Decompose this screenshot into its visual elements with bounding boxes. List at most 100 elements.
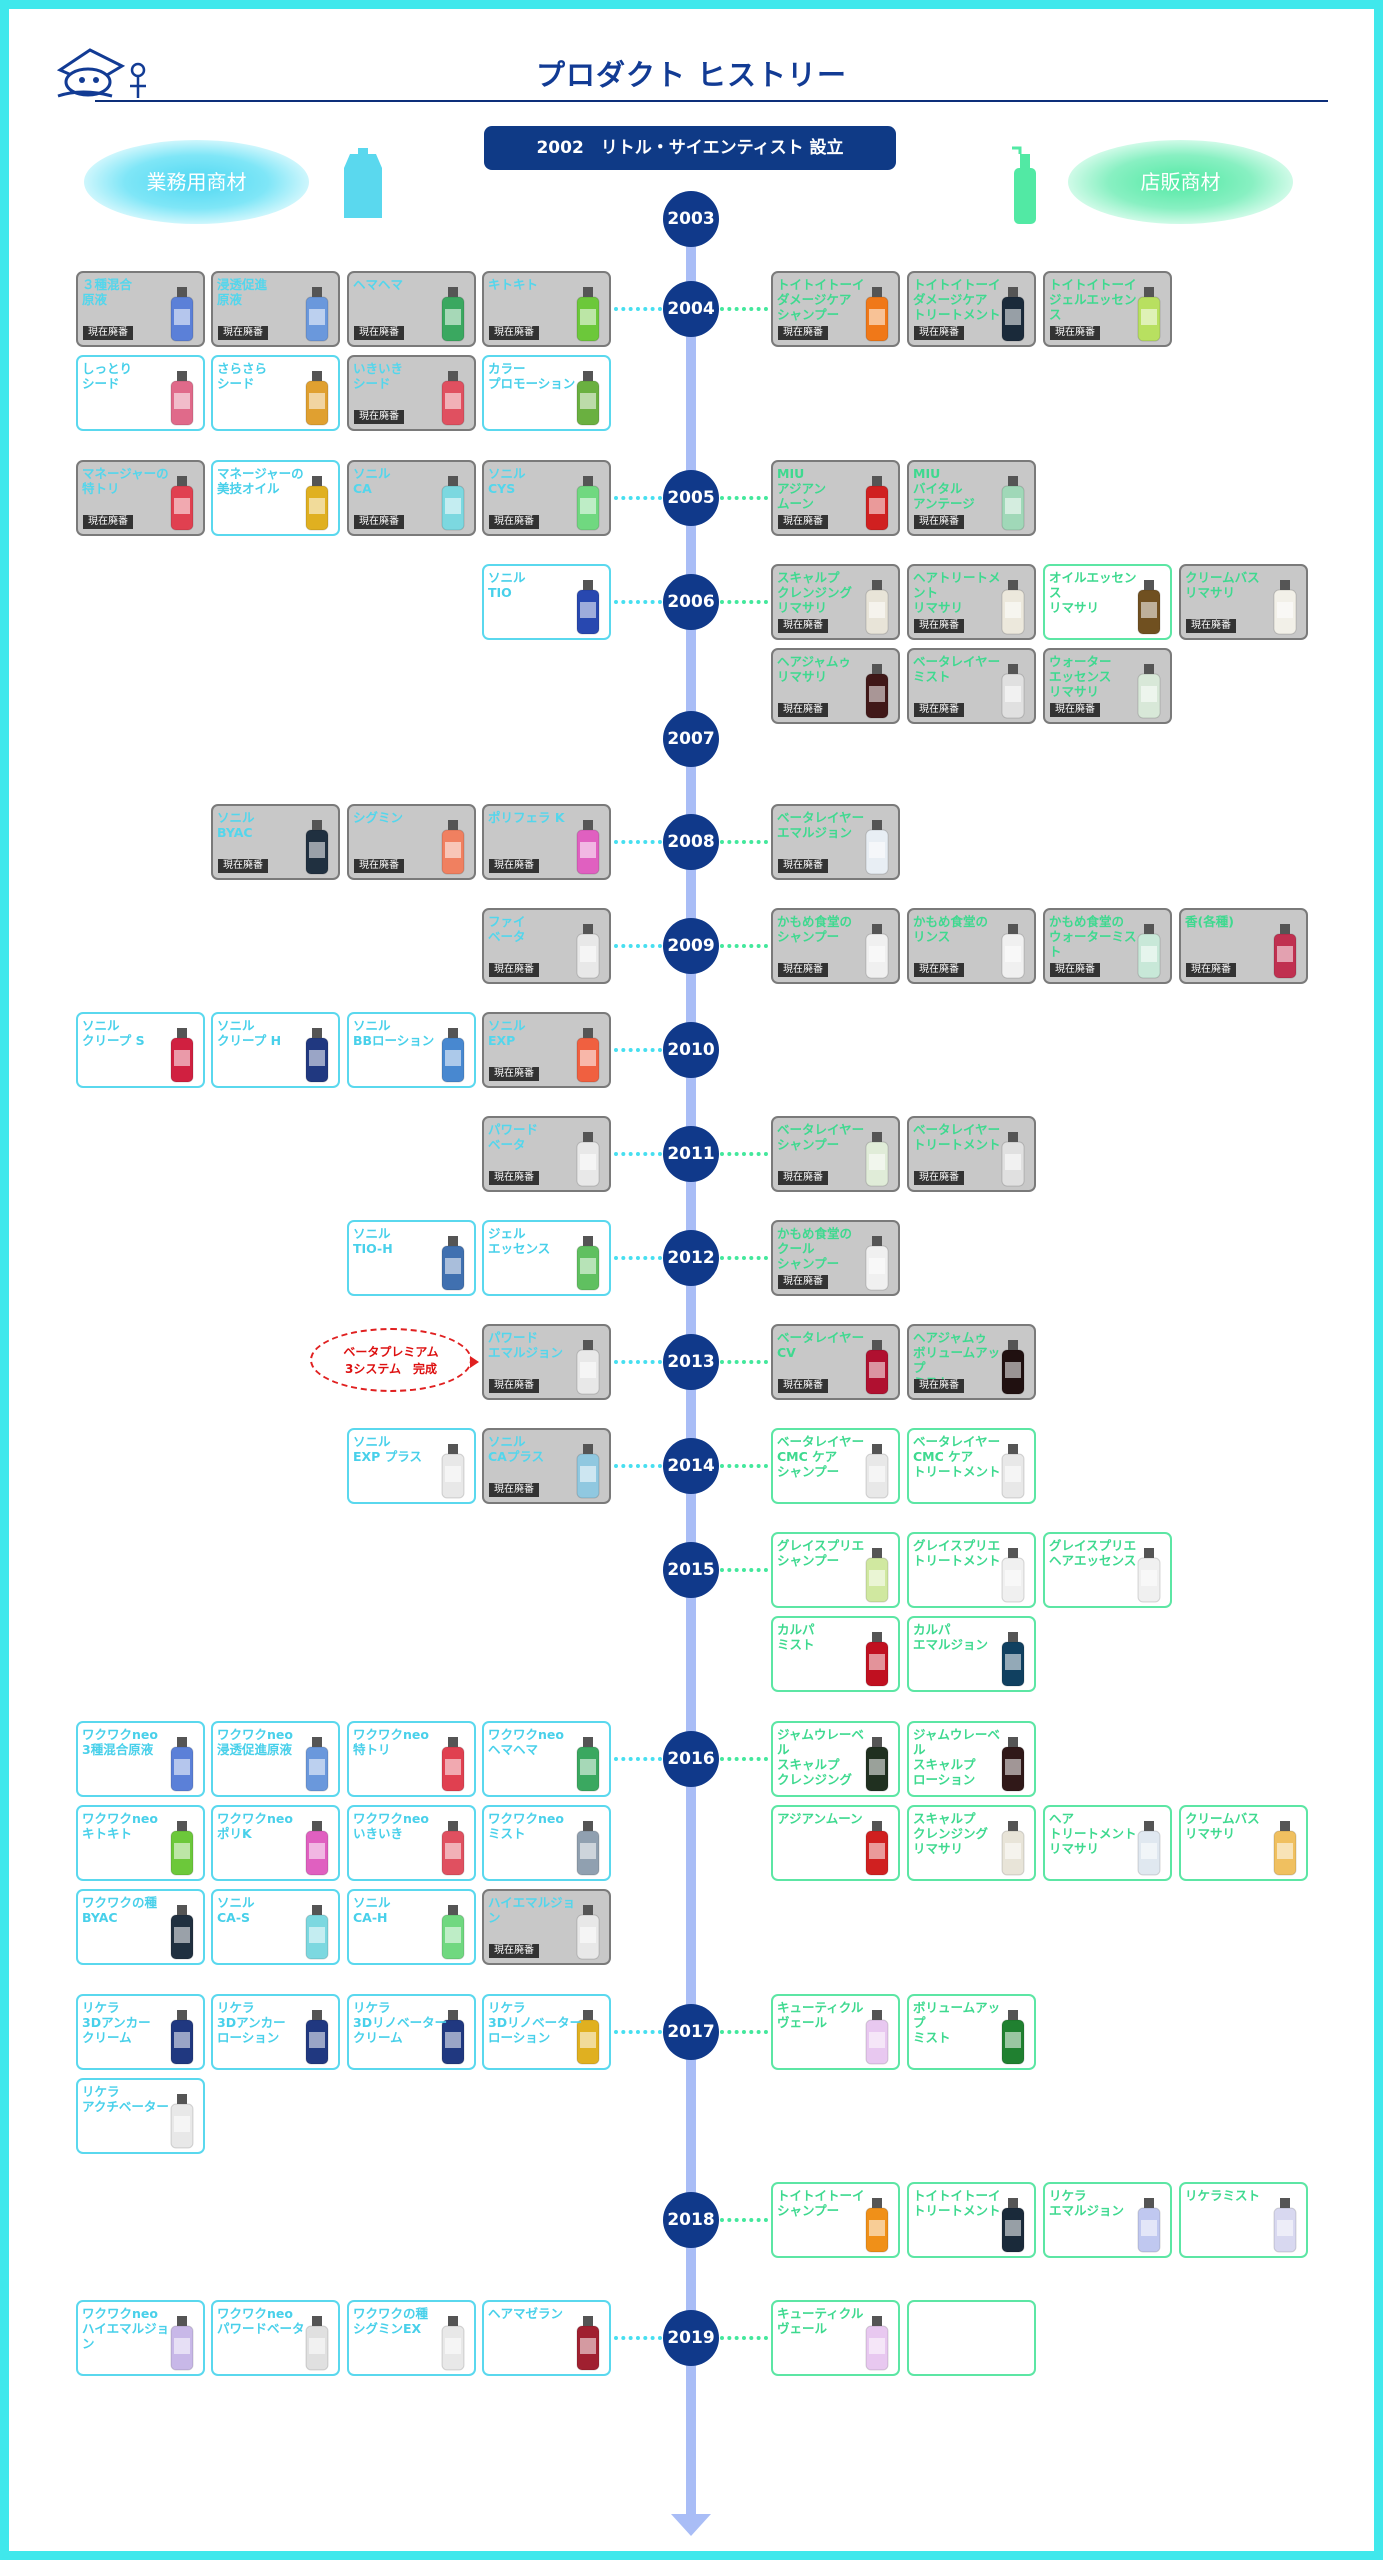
discontinued-product-card[interactable]: ベータレイヤー ミスト現在廃番 [907,648,1036,724]
discontinued-product-card[interactable]: かもめ食堂の クール シャンプー現在廃番 [771,1220,900,1296]
discontinued-product-card[interactable]: キトキト現在廃番 [482,271,611,347]
discontinued-product-card[interactable]: パワード エマルジョン現在廃番 [482,1324,611,1400]
discontinued-product-card[interactable]: トイトイトーイ ダメージケア トリートメント現在廃番 [907,271,1036,347]
product-card[interactable]: ジャムウレーベル スキャルプ ローション [907,1721,1036,1797]
discontinued-product-card[interactable]: シグミン現在廃番 [347,804,476,880]
discontinued-product-card[interactable]: 香(各種)現在廃番 [1179,908,1308,984]
product-card[interactable]: リケラミスト [1179,2182,1308,2258]
discontinued-product-card[interactable]: 浸透促進 原液現在廃番 [211,271,340,347]
discontinued-product-card[interactable]: MIU バイタル アンテージ現在廃番 [907,460,1036,536]
product-card[interactable]: キューティクル ヴェール [771,1994,900,2070]
product-card[interactable]: リケラ 3Dアンカー ローション [211,1994,340,2070]
discontinued-badge: 現在廃番 [354,859,404,873]
discontinued-product-card[interactable]: マネージャーの 特トリ現在廃番 [76,460,205,536]
discontinued-product-card[interactable]: かもめ食堂の シャンプー現在廃番 [771,908,900,984]
product-card[interactable]: ソニル EXP プラス [347,1428,476,1504]
product-card[interactable]: ワクワクneo ヘマヘマ [482,1721,611,1797]
product-card[interactable]: さらさら シード [211,355,340,431]
product-card[interactable]: オイルエッセンス リマサリ [1043,564,1172,640]
discontinued-product-card[interactable]: ファイ ベータ現在廃番 [482,908,611,984]
retail-heading: 店販商材 [1068,140,1293,224]
discontinued-product-card[interactable]: かもめ食堂の ウォーターミスト現在廃番 [1043,908,1172,984]
discontinued-product-card[interactable]: クリームバス リマサリ現在廃番 [1179,564,1308,640]
discontinued-product-card[interactable]: トイトイトーイ ジェルエッセンス現在廃番 [1043,271,1172,347]
discontinued-product-card[interactable]: MIU アジアン ムーン現在廃番 [771,460,900,536]
product-card[interactable]: ワクワクneo ハイエマルジョン [76,2300,205,2376]
product-card[interactable]: ソニル TIO [482,564,611,640]
product-card[interactable]: キューティクル ヴェール [771,2300,900,2376]
discontinued-product-card[interactable]: いきいき シード現在廃番 [347,355,476,431]
product-card[interactable]: ヘアマゼラン [482,2300,611,2376]
product-card[interactable]: カラー プロモーション [482,355,611,431]
product-card[interactable]: ソニル CA-S [211,1889,340,1965]
year-marker: 2005 [663,470,719,526]
product-card[interactable]: リケラ エマルジョン [1043,2182,1172,2258]
product-card[interactable]: リケラ 3Dリノベーター クリーム [347,1994,476,2070]
product-card[interactable]: グレイスプリエ ヘアエッセンス [1043,1532,1172,1608]
discontinued-product-card[interactable]: パワード ベータ現在廃番 [482,1116,611,1192]
discontinued-product-card[interactable]: ベータレイヤー エマルジョン現在廃番 [771,804,900,880]
product-card[interactable]: ベータレイヤー CMC ケア シャンプー [771,1428,900,1504]
product-card[interactable]: トイトイトーイ トリートメント [907,2182,1036,2258]
product-card[interactable]: ワクワクneo いきいき [347,1805,476,1881]
product-name: ベータレイヤー シャンプー [777,1122,865,1152]
product-card[interactable]: トイトイトーイ シャンプー [771,2182,900,2258]
discontinued-product-card[interactable]: ヘアトリートメント リマサリ現在廃番 [907,564,1036,640]
product-card[interactable]: ワクワクneo パワードベータ [211,2300,340,2376]
product-card[interactable]: リケラ アクチベーター [76,2078,205,2154]
product-name: トイトイトーイ シャンプー [777,2188,865,2218]
discontinued-product-card[interactable]: スキャルプ クレンジング リマサリ現在廃番 [771,564,900,640]
product-card[interactable]: リケラ 3Dリノベーター ローション [482,1994,611,2070]
discontinued-product-card[interactable]: ヘマヘマ現在廃番 [347,271,476,347]
product-card[interactable]: ワクワクneo 特トリ [347,1721,476,1797]
product-card[interactable]: グレイスプリエ シャンプー [771,1532,900,1608]
product-card[interactable]: ソニル CA-H [347,1889,476,1965]
product-card[interactable]: ワクワクの種 BYAC [76,1889,205,1965]
discontinued-product-card[interactable]: かもめ食堂の リンス現在廃番 [907,908,1036,984]
product-card[interactable]: スキャルプ クレンジング リマサリ [907,1805,1036,1881]
discontinued-badge: 現在廃番 [778,1275,828,1289]
product-card[interactable]: ジャムウレーベル スキャルプ クレンジング [771,1721,900,1797]
discontinued-product-card[interactable]: ベータレイヤー シャンプー現在廃番 [771,1116,900,1192]
product-card[interactable]: ワクワクneo キトキト [76,1805,205,1881]
product-card[interactable]: ワクワクneo 3種混合原液 [76,1721,205,1797]
year-marker: 2008 [663,814,719,870]
product-card[interactable]: グレイスプリエ トリートメント [907,1532,1036,1608]
product-card[interactable]: マネージャーの 美技オイル [211,460,340,536]
discontinued-product-card[interactable]: ベータレイヤー トリートメント現在廃番 [907,1116,1036,1192]
discontinued-product-card[interactable]: トイトイトーイ ダメージケア シャンプー現在廃番 [771,271,900,347]
discontinued-badge: 現在廃番 [489,515,539,529]
product-card[interactable]: ワクワクneo ポリK [211,1805,340,1881]
product-card[interactable]: リケラ 3Dアンカー クリーム [76,1994,205,2070]
discontinued-product-card[interactable]: ３種混合 原液現在廃番 [76,271,205,347]
product-card[interactable]: ワクワクneo ミスト [482,1805,611,1881]
product-card[interactable]: アジアンムーン [771,1805,900,1881]
discontinued-product-card[interactable]: ソニル CAプラス現在廃番 [482,1428,611,1504]
product-card[interactable]: クリームバス リマサリ [1179,1805,1308,1881]
product-card[interactable]: ワクワクの種 シグミンEX [347,2300,476,2376]
product-card[interactable]: ヘア トリートメント リマサリ [1043,1805,1172,1881]
product-card[interactable] [907,2300,1036,2376]
product-card[interactable]: カルパ エマルジョン [907,1616,1036,1692]
discontinued-product-card[interactable]: ヘアジャムゥ リマサリ現在廃番 [771,648,900,724]
product-card[interactable]: ソニル クリープ S [76,1012,205,1088]
product-card[interactable]: ソニル BBローション [347,1012,476,1088]
product-card[interactable]: ワクワクneo 浸透促進原液 [211,1721,340,1797]
product-card[interactable]: ボリュームアップ ミスト [907,1994,1036,2070]
product-card[interactable]: ソニル クリープ H [211,1012,340,1088]
discontinued-product-card[interactable]: ハイエマルジョン現在廃番 [482,1889,611,1965]
product-card[interactable]: ジェル エッセンス [482,1220,611,1296]
product-card[interactable]: しっとり シード [76,355,205,431]
product-card[interactable]: ベータレイヤー CMC ケア トリートメント [907,1428,1036,1504]
discontinued-badge: 現在廃番 [1186,619,1236,633]
product-card[interactable]: ソニル TIO-H [347,1220,476,1296]
product-card[interactable]: カルパ ミスト [771,1616,900,1692]
discontinued-product-card[interactable]: ウォーター エッセンス リマサリ現在廃番 [1043,648,1172,724]
